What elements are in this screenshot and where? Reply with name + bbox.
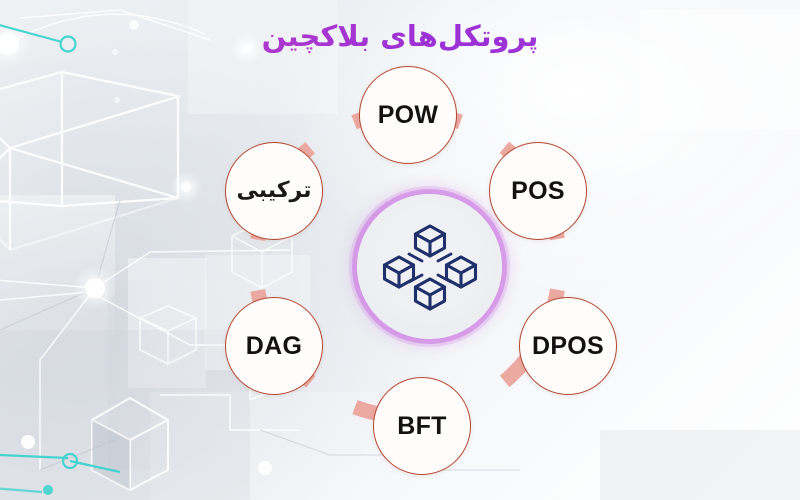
bg-cube-medium-face [92,420,130,490]
page-title: پروتکل‌های بلاکچین [0,18,800,56]
bg-cube-large-face [0,72,62,206]
blockchain-protocols-diagram: POW POS DPOS BFT DAG ترکیبی [205,62,617,475]
bg-right-wash [600,10,800,500]
protocol-node-hybrid[interactable]: ترکیبی [225,142,323,240]
bg-accent-cyan [0,24,121,494]
protocol-node-dpos-label: DPOS [531,331,605,360]
bg-cube-medium [91,396,169,492]
protocol-node-pow[interactable]: POW [359,66,457,164]
protocol-node-pos[interactable]: POS [489,142,587,240]
protocol-node-bft[interactable]: BFT [373,377,471,475]
bg-cube-large [0,70,181,252]
protocol-node-pow-label: POW [377,100,439,129]
protocol-node-dag[interactable]: DAG [225,297,323,395]
protocol-node-pos-label: POS [511,176,565,205]
protocol-node-dag-label: DAG [245,331,303,360]
protocol-node-bft-label: BFT [397,411,447,440]
bg-accent-cyan-dots [43,485,53,495]
protocol-node-dpos[interactable]: DPOS [519,297,617,395]
blockchain-network-icon [382,223,477,311]
center-hub [357,194,502,339]
protocol-node-hybrid-label: ترکیبی [236,178,312,203]
